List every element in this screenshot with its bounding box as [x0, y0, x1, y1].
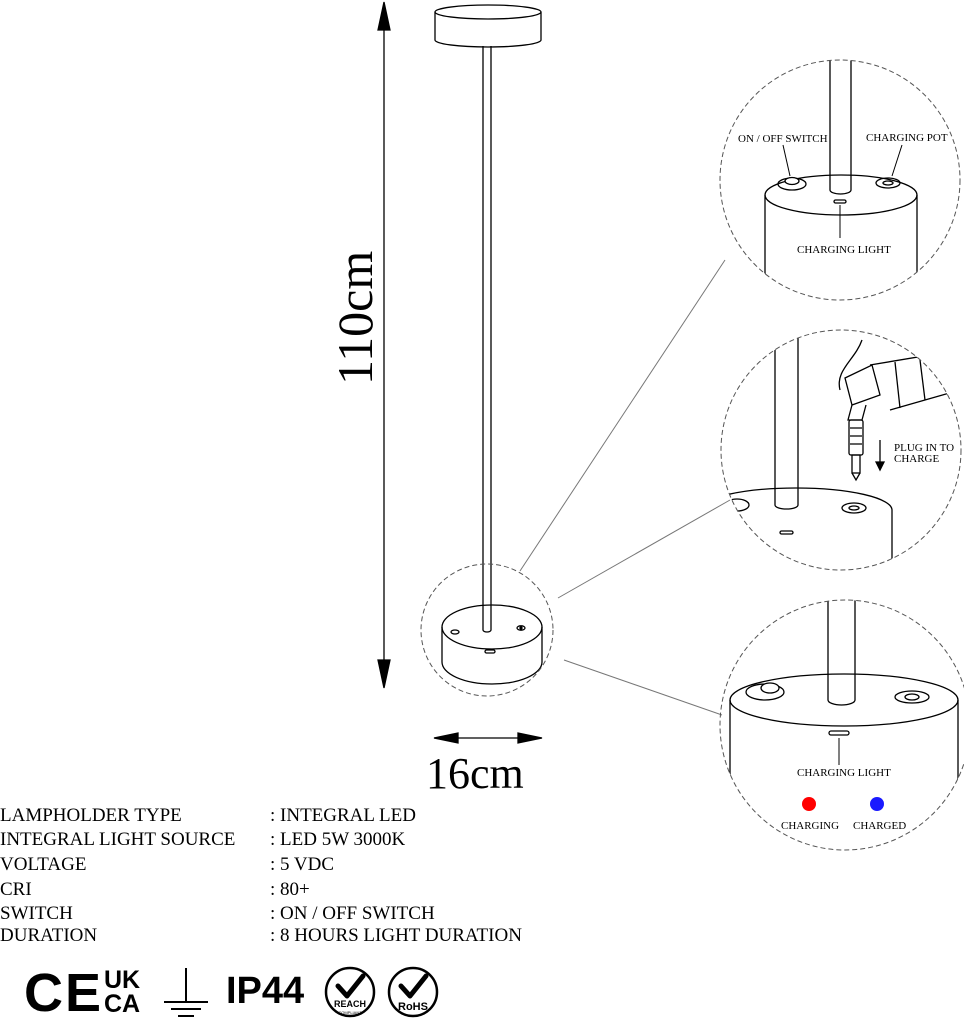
spec-row: SWITCH : ON / OFF SWITCH [0, 902, 620, 926]
ground-icon [164, 968, 208, 1017]
spec-value: : ON / OFF SWITCH [270, 903, 435, 924]
spec-key: LAMPHOLDER TYPE [0, 805, 182, 826]
spec-row: VOLTAGE : 5 VDC [0, 853, 620, 877]
spec-key: VOLTAGE [0, 854, 87, 875]
detail-switch-view: ON / OFF SWITCH CHARGING POT CHARGING LI… [719, 59, 961, 301]
spec-key: CRI [0, 879, 32, 900]
spec-key: INTEGRAL LIGHT SOURCE [0, 829, 236, 850]
charging-port-label: CHARGING POT [866, 132, 948, 144]
ukca-mark-icon: UK CA [104, 966, 141, 1018]
charging-light-label-top: CHARGING LIGHT [797, 244, 891, 256]
spec-row: INTEGRAL LIGHT SOURCE : LED 5W 3000K [0, 828, 620, 852]
spec-row: LAMPHOLDER TYPE : INTEGRAL LED [0, 804, 620, 828]
charged-status-label: CHARGED [853, 820, 906, 832]
spec-value: : INTEGRAL LED [270, 805, 416, 826]
plug-in-label-line2: CHARGE [894, 453, 940, 465]
spec-value: : LED 5W 3000K [270, 829, 406, 850]
reach-label: REACH [334, 999, 366, 1009]
width-label: 16cm [426, 749, 524, 798]
height-label: 110cm [327, 251, 383, 385]
leader-lines [519, 259, 731, 716]
zoom-circle-base [420, 563, 554, 697]
ip-rating: IP44 [226, 970, 305, 1012]
reach-sub-label: COMPLIANT [338, 1010, 362, 1015]
on-off-switch-label: ON / OFF SWITCH [738, 133, 828, 145]
plug-in-label-line1: PLUG IN TO [894, 442, 954, 454]
ce-mark-icon: CE [24, 963, 104, 1023]
spec-row: DURATION : 8 HOURS LIGHT DURATION [0, 924, 620, 948]
width-dimension-arrow [433, 732, 543, 744]
down-arrow-icon [874, 440, 886, 472]
rohs-label: RoHS [398, 1001, 428, 1013]
spec-row: CRI : 80+ [0, 878, 620, 902]
height-dimension-arrow [377, 1, 391, 689]
spec-value: : 8 HOURS LIGHT DURATION [270, 925, 522, 946]
spec-key: SWITCH [0, 903, 73, 924]
rohs-check-icon: RoHS [387, 966, 439, 1018]
reach-check-icon: REACH COMPLIANT [324, 966, 376, 1018]
charged-indicator-blue [870, 797, 884, 811]
lamp-main [434, 4, 543, 685]
spec-key: DURATION [0, 925, 98, 946]
spec-value: : 80+ [270, 879, 310, 900]
detail-plug-view: PLUG IN TO CHARGE [720, 329, 962, 571]
spec-value: : 5 VDC [270, 854, 335, 875]
charging-light-label-bottom: CHARGING LIGHT [797, 767, 891, 779]
charging-indicator-red [802, 797, 816, 811]
detail-charging-light-view: CHARGING LIGHT CHARGING CHARGED [719, 599, 964, 851]
charging-status-label: CHARGING [781, 820, 839, 832]
